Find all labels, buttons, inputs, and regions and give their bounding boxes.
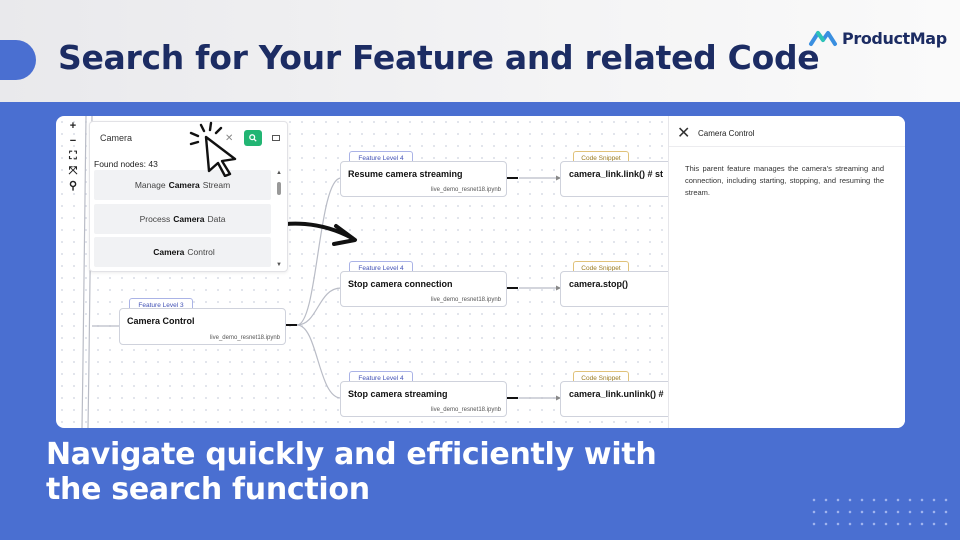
node-file: live_demo_resnet18.ipynb	[430, 187, 501, 193]
code-text: camera.stop()	[569, 279, 629, 289]
graph-node-resume-streaming[interactable]: Resume camera streaming live_demo_resnet…	[340, 161, 507, 197]
keyboard-button[interactable]	[267, 130, 285, 146]
page-title: Search for Your Feature and related Code	[58, 38, 820, 77]
fit-view-icon[interactable]: ⛶	[69, 150, 77, 162]
scroll-thumb[interactable]	[277, 182, 281, 195]
search-result-item[interactable]: Camera Control	[94, 237, 271, 267]
found-count: Found nodes: 43	[94, 159, 158, 169]
close-icon[interactable]: ✕	[677, 125, 691, 142]
code-snippet-node[interactable]: camera_link.unlink() #	[560, 381, 680, 417]
scroll-up-icon[interactable]: ▲	[276, 170, 282, 176]
node-file: live_demo_resnet18.ipynb	[430, 297, 501, 303]
divider	[669, 146, 905, 147]
graph-node-camera-control[interactable]: Camera Control live_demo_resnet18.ipynb	[119, 308, 286, 345]
node-title: Stop camera connection	[348, 279, 453, 289]
search-toggle-icon[interactable]: ⚲	[68, 180, 78, 192]
search-result-item[interactable]: Manage Camera Stream	[94, 170, 271, 200]
brand-name: ProductMap	[842, 28, 947, 48]
search-input[interactable]	[94, 128, 237, 148]
node-handle[interactable]	[507, 177, 518, 179]
graph-node-stop-streaming[interactable]: Stop camera streaming live_demo_resnet18…	[340, 381, 507, 417]
cursor-click-icon	[189, 121, 237, 177]
node-title: Resume camera streaming	[348, 169, 463, 179]
node-file: live_demo_resnet18.ipynb	[430, 407, 501, 413]
productmap-logo-icon	[809, 31, 837, 46]
node-title: Camera Control	[127, 316, 195, 326]
code-snippet-node[interactable]: camera.stop()	[560, 271, 680, 307]
node-file: live_demo_resnet18.ipynb	[209, 335, 280, 341]
node-title: Stop camera streaming	[348, 389, 448, 399]
tagline: Navigate quickly and efficiently with th…	[46, 437, 666, 507]
detail-description: This parent feature manages the camera's…	[685, 164, 884, 197]
zoom-in-icon[interactable]: +	[69, 120, 77, 132]
results-scrollbar[interactable]: ▲ ▼	[276, 170, 282, 268]
detail-title: Camera Control	[698, 129, 755, 138]
decorative-dots	[808, 494, 948, 528]
search-result-item[interactable]: Process Camera Data	[94, 204, 271, 234]
search-icon	[249, 134, 257, 142]
node-handle[interactable]	[507, 397, 518, 399]
expand-icon[interactable]: ⤧	[68, 165, 78, 177]
code-snippet-node[interactable]: camera_link.link() # st	[560, 161, 680, 197]
node-handle[interactable]	[507, 287, 518, 289]
node-search-panel: ✕ Found nodes: 43 Manage Camera Stream P…	[89, 121, 288, 272]
tagline-line-2: the search function	[46, 472, 370, 507]
graph-node-stop-connection[interactable]: Stop camera connection live_demo_resnet1…	[340, 271, 507, 307]
zoom-out-icon[interactable]: −	[69, 135, 77, 147]
detail-panel: ✕ Camera Control This parent feature man…	[668, 116, 905, 428]
code-text: camera_link.link() # st	[569, 169, 664, 179]
clear-icon[interactable]: ✕	[225, 133, 234, 144]
app-screenshot-panel: + − ⛶ ⤧ ⚲ ✕ Found nodes: 43 Manage Camer…	[56, 116, 905, 428]
header-accent-pill	[0, 40, 36, 80]
header-band: Search for Your Feature and related Code…	[0, 0, 960, 102]
brand-logo: ProductMap	[808, 28, 947, 48]
code-text: camera_link.unlink() #	[569, 389, 664, 399]
keyboard-icon	[272, 135, 280, 141]
search-button[interactable]	[244, 130, 262, 146]
scroll-down-icon[interactable]: ▼	[276, 262, 282, 268]
zoom-toolbar: + − ⛶ ⤧ ⚲	[66, 121, 80, 192]
tagline-line-1: Navigate quickly and efficiently with	[46, 437, 657, 472]
node-handle[interactable]	[286, 324, 297, 326]
